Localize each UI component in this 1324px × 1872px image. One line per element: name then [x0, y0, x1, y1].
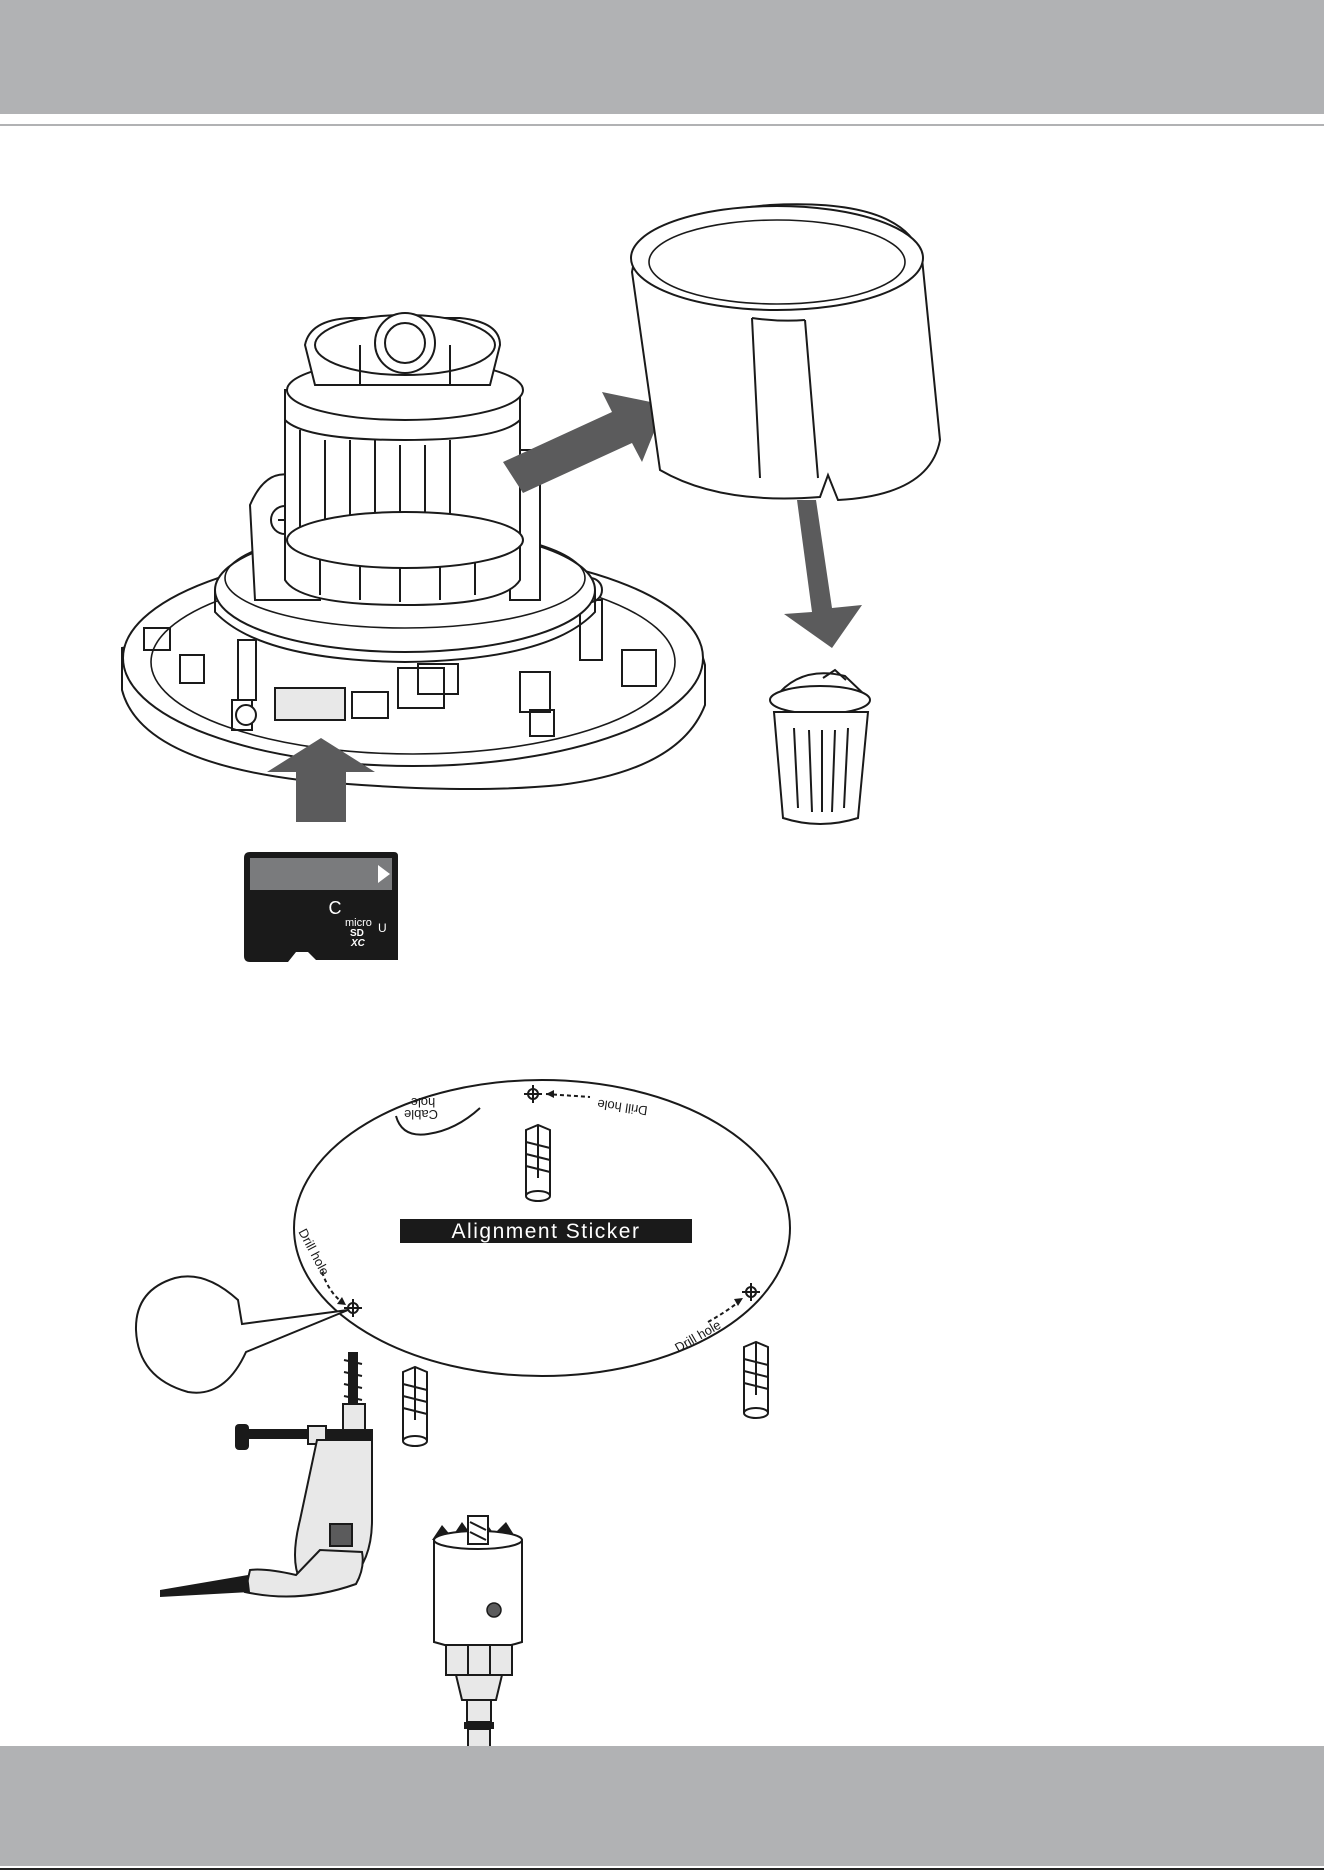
wall-plug-top: [526, 1125, 550, 1201]
sd-class-mark: C: [329, 898, 342, 918]
sd-logo-xc: XC: [350, 938, 366, 949]
footer-divider: [0, 1868, 1324, 1870]
discard-arrow: [784, 500, 862, 648]
wall-plug-right: [744, 1342, 768, 1418]
wall-plug-left: [403, 1367, 427, 1446]
sticker-title: Alignment Sticker: [452, 1220, 641, 1243]
alignment-sticker: Cable hole Drill hole Drill hole Drill h…: [294, 1080, 790, 1376]
sd-card-slot: [275, 688, 345, 720]
remove-arrow: [503, 392, 665, 493]
protective-sleeve: [631, 204, 940, 500]
footer-bar: [0, 1746, 1324, 1866]
cable-hole-label-2: hole: [411, 1095, 436, 1110]
hole-saw-bit-icon: [432, 1516, 522, 1755]
dome-camera-module: [122, 313, 705, 789]
sd-uhs-mark: U: [378, 921, 387, 935]
magnify-callout: [136, 1276, 348, 1392]
micro-sd-card-icon: C micro SD XC U: [244, 852, 398, 962]
trash-can-icon: [770, 670, 870, 824]
